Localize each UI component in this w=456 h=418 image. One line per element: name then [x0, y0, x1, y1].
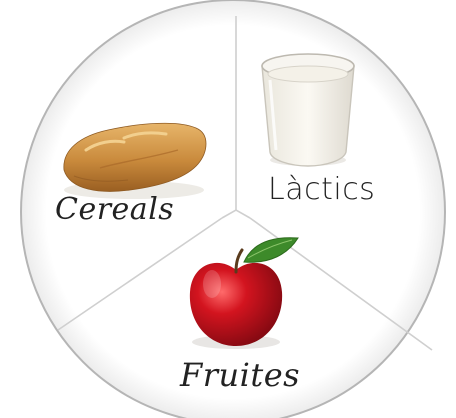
label-cereals: Cereals [55, 192, 174, 227]
milk-glass-icon [262, 54, 354, 166]
label-fruites: Fruites [180, 356, 300, 394]
label-lactics: Làctics [268, 172, 375, 207]
